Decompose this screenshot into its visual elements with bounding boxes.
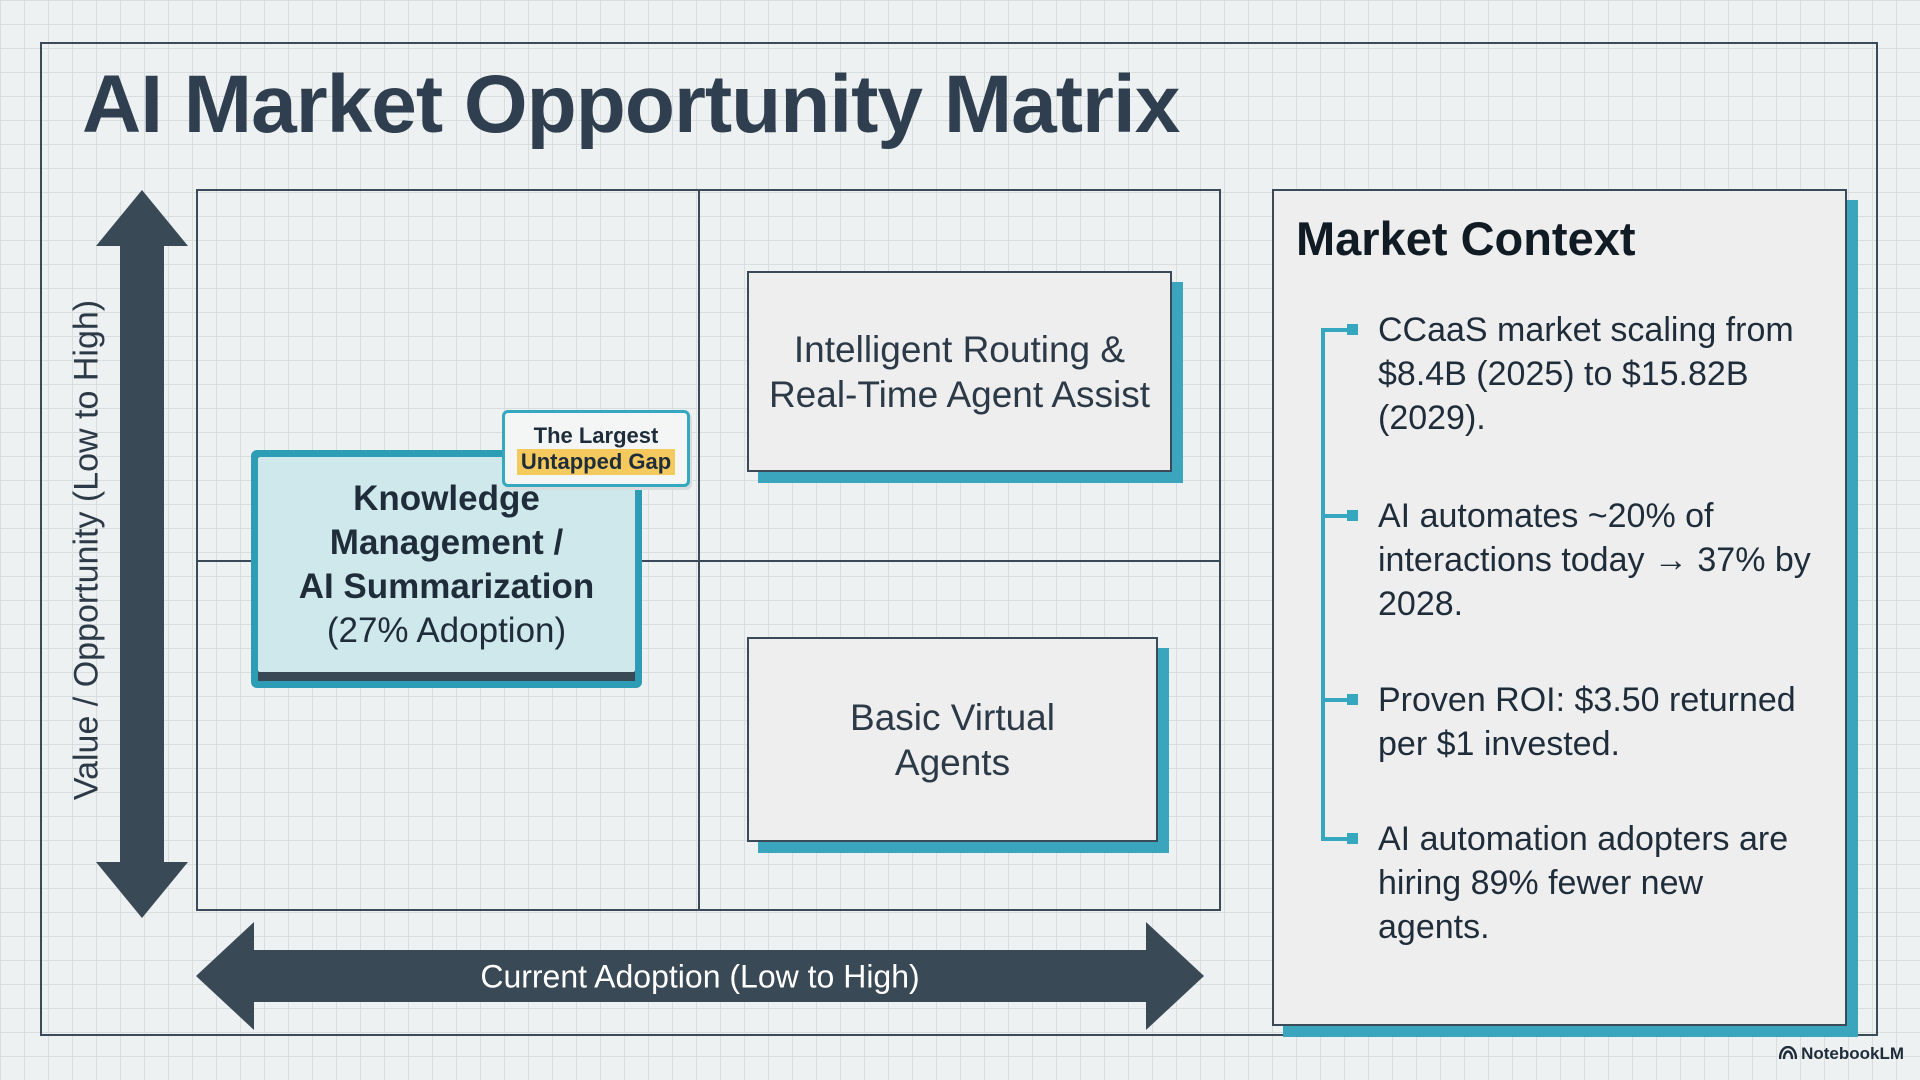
- brand-name: NotebookLM: [1801, 1044, 1904, 1063]
- matrix-horizontal-divider: [196, 560, 1221, 562]
- page-title: AI Market Opportunity Matrix: [82, 59, 1180, 150]
- bullet-marker-icon: [1347, 324, 1358, 335]
- bullet-connector: [1321, 514, 1347, 518]
- card-text-line: Intelligent Routing &: [793, 328, 1126, 370]
- opportunity-matrix: [196, 189, 1221, 911]
- bullet-text: AI automates ~20% of interactions today …: [1378, 497, 1811, 623]
- card-text-line: Real-Time Agent Assist: [768, 373, 1151, 415]
- bullet-marker-icon: [1347, 694, 1358, 705]
- card-knowledge-management-body: Knowledge Management / AI Summarization …: [258, 457, 635, 672]
- card-basic-virtual-agents-label: Basic Virtual Agents: [850, 695, 1055, 785]
- bullet-bracket: [1321, 330, 1325, 840]
- card-text-line: Basic Virtual: [850, 696, 1055, 738]
- bullet-connector: [1321, 328, 1347, 332]
- untapped-gap-callout: The Largest Untapped Gap: [502, 410, 690, 487]
- bullet-marker-icon: [1347, 833, 1358, 844]
- card-intelligent-routing: Intelligent Routing & Real-Time Agent As…: [747, 271, 1172, 472]
- bullet-marker-icon: [1347, 510, 1358, 521]
- market-context-panel: Market Context CCaaS market scaling from…: [1272, 189, 1847, 1026]
- x-axis-arrow: [196, 922, 1204, 1030]
- y-axis-label: Value / Opportunity (Low to High): [67, 299, 106, 801]
- matrix-vertical-divider: [698, 189, 700, 911]
- card-text-line: Management /: [329, 522, 564, 562]
- notebooklm-icon: [1779, 1046, 1798, 1060]
- card-knowledge-management: Knowledge Management / AI Summarization …: [251, 450, 642, 688]
- slide-frame: [40, 42, 1878, 1036]
- callout-line: The Largest: [533, 423, 659, 448]
- adoption-rate: (27% Adoption): [326, 610, 567, 650]
- bullet-text: CCaaS market scaling from $8.4B (2025) t…: [1378, 311, 1794, 437]
- bullet-text: AI automation adopters are hiring 89% fe…: [1378, 820, 1789, 946]
- bullet-text: Proven ROI: $3.50 returned per $1 invest…: [1378, 681, 1796, 763]
- card-basic-virtual-agents: Basic Virtual Agents: [747, 637, 1158, 842]
- callout-highlight: Untapped Gap: [516, 449, 676, 475]
- card-intelligent-routing-label: Intelligent Routing & Real-Time Agent As…: [769, 327, 1150, 417]
- market-context-title: Market Context: [1296, 212, 1636, 265]
- bullet-connector: [1321, 837, 1347, 841]
- brand-watermark: NotebookLM: [1779, 1044, 1904, 1064]
- y-axis-arrow: [96, 190, 188, 918]
- bullet-connector: [1321, 698, 1347, 702]
- card-text-line: AI Summarization: [298, 566, 595, 606]
- card-text-line: Agents: [894, 741, 1011, 783]
- x-axis-label: Current Adoption (Low to High): [480, 958, 920, 995]
